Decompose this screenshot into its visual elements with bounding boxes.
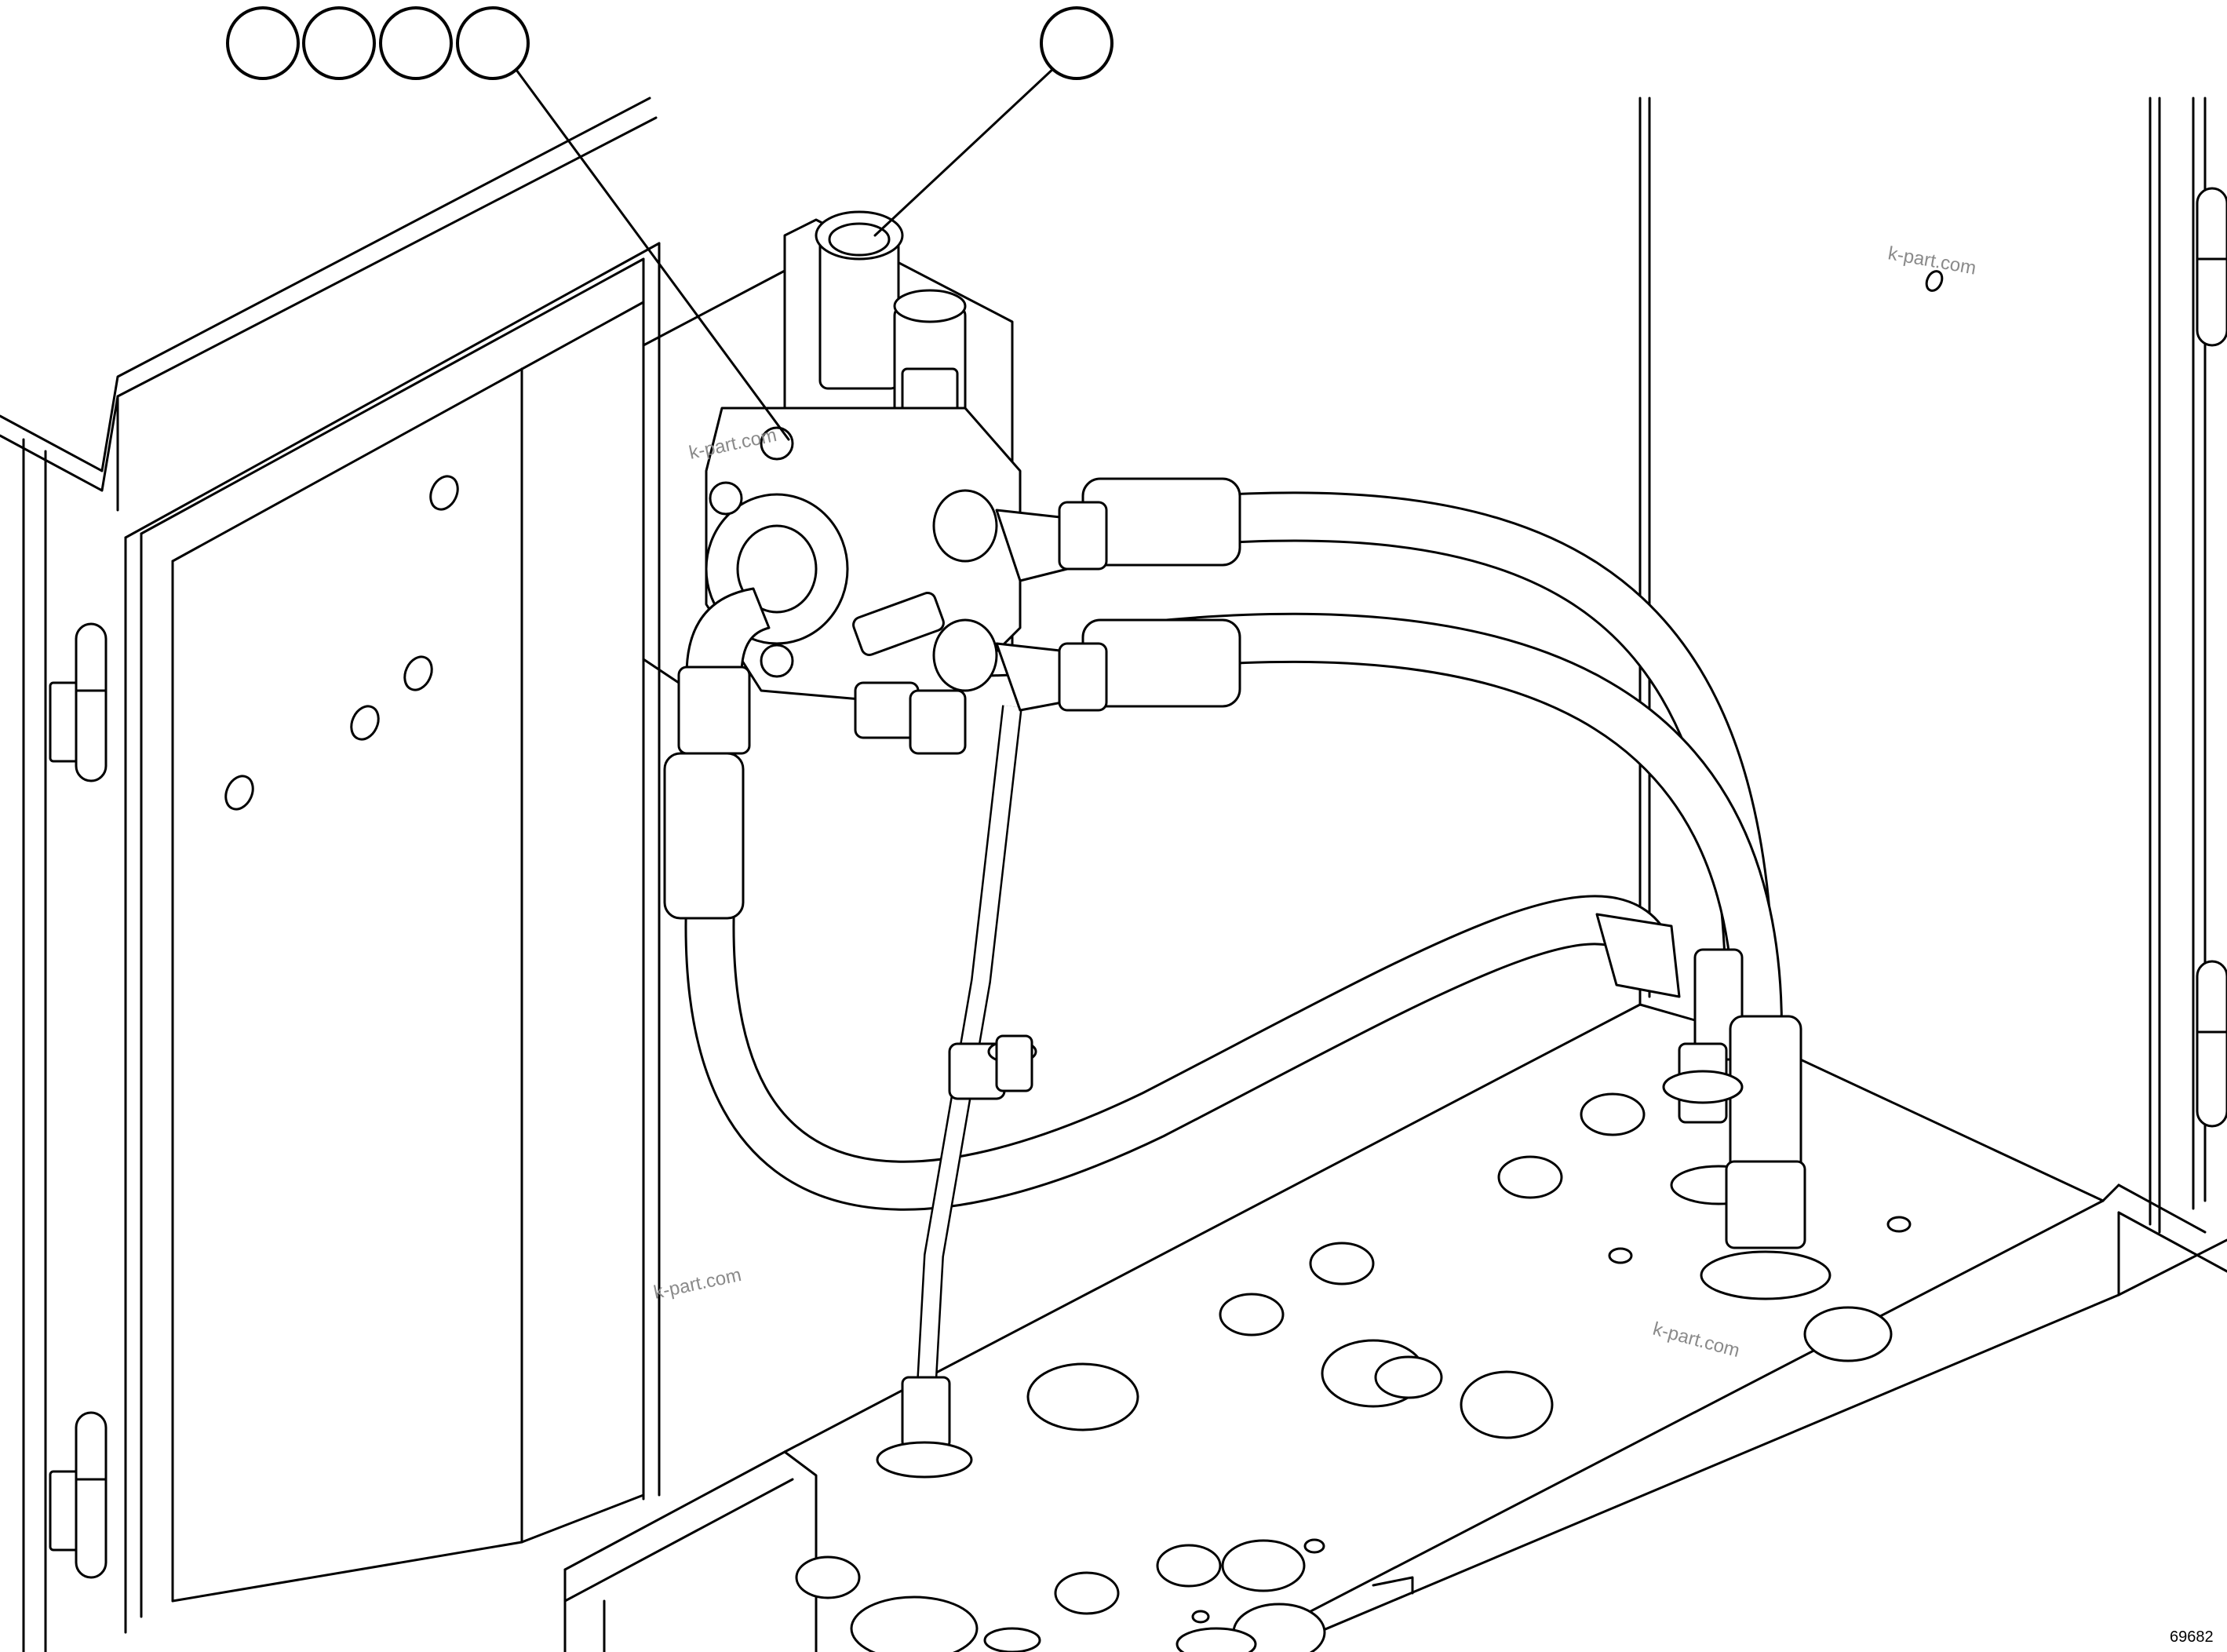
door-nuts bbox=[224, 270, 1944, 811]
callout-balloon-5 bbox=[1040, 6, 1114, 80]
callout-balloon-2 bbox=[302, 6, 376, 80]
drawing-number: 69682 bbox=[2170, 1628, 2214, 1646]
floor-fittings-right bbox=[1662, 1042, 1832, 1300]
valve-block bbox=[677, 210, 1108, 755]
hinge-lower-left bbox=[49, 1411, 108, 1579]
watermark-text: k-part.com bbox=[1650, 1318, 1741, 1362]
callout-balloon-3 bbox=[379, 6, 453, 80]
callout-balloon-1 bbox=[226, 6, 300, 80]
watermark-text: k-part.com bbox=[652, 1264, 743, 1304]
floor-holes bbox=[795, 1092, 1912, 1652]
hydraulic-hoses bbox=[684, 491, 1783, 1211]
callout-balloon-4 bbox=[456, 6, 530, 80]
steel-tube bbox=[876, 705, 1037, 1479]
callout-group bbox=[226, 6, 1114, 441]
hinge-lower-right bbox=[2196, 960, 2227, 1128]
cabinet-housing bbox=[0, 97, 2227, 1652]
hinge-upper-left bbox=[49, 622, 108, 782]
hinge-upper-right bbox=[2196, 187, 2227, 347]
